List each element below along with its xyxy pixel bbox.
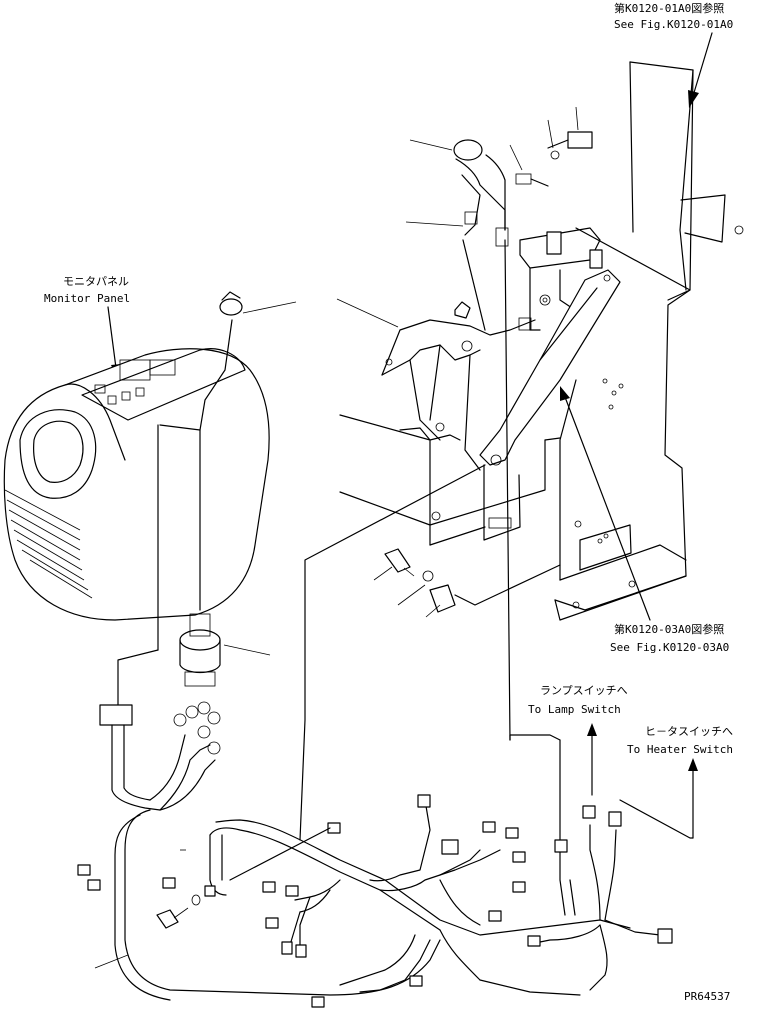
connector: [482, 821, 496, 833]
connector: [285, 885, 299, 897]
label-heater-switch-en: To Heater Switch: [627, 743, 733, 756]
connector: [657, 928, 673, 944]
arrow-top-right: [688, 32, 713, 108]
connector: [281, 941, 293, 955]
key-switch: [179, 613, 271, 687]
label-monitor-panel-en: Monitor Panel: [44, 292, 130, 305]
lower-bolt-washer: [156, 849, 201, 929]
frame-structure: [339, 61, 744, 621]
arrow-right-middle: [560, 386, 651, 621]
connector: [265, 917, 279, 929]
label-right-middle-jp: 第K0120-03A0図参照: [614, 622, 724, 636]
label-top-right-jp: 第K0120-01A0図参照: [614, 1, 724, 15]
connector: [87, 879, 101, 891]
connector: [311, 996, 325, 1008]
connector: [512, 851, 526, 863]
connector: [295, 944, 307, 958]
connector: [417, 794, 431, 808]
connector: [488, 910, 502, 922]
label-lamp-switch: ランプスイッチへ To Lamp Switch: [528, 684, 628, 716]
label-lamp-switch-jp: ランプスイッチへ: [540, 684, 628, 697]
wiring-harness: [94, 649, 694, 1001]
label-monitor-panel: モニタパネル Monitor Panel: [44, 275, 130, 305]
monitor-vent-grille: [4, 489, 93, 599]
connector: [505, 827, 519, 839]
pedal-bracket: [336, 106, 621, 741]
connector: [582, 805, 596, 819]
connecting-lines: [229, 464, 486, 881]
connector: [512, 881, 526, 893]
monitor-panel: [3, 291, 297, 651]
connector-harness-top: [99, 704, 133, 726]
label-heater-switch: ヒ－タスイッチへ To Heater Switch: [627, 725, 733, 756]
connector: [77, 864, 91, 876]
figure-id: PR64537: [684, 990, 730, 1003]
connector: [327, 822, 341, 834]
label-right-middle-en: See Fig.K0120-03A0: [610, 641, 729, 654]
label-monitor-panel-jp: モニタパネル: [63, 275, 129, 288]
arrow-lamp-switch: [587, 723, 597, 796]
label-top-right-en: See Fig.K0120-01A0: [614, 18, 733, 31]
connector: [441, 839, 459, 855]
connector: [409, 975, 423, 987]
connector: [204, 885, 216, 897]
label-right-middle: 第K0120-03A0図参照 See Fig.K0120-03A0: [610, 622, 729, 654]
connector: [262, 881, 276, 893]
arrow-heater-switch: [688, 758, 698, 839]
label-heater-switch-jp: ヒ－タスイッチへ: [645, 725, 733, 738]
connector: [162, 877, 176, 889]
connector: [608, 811, 622, 827]
bolt-washer-clip: [373, 548, 561, 618]
connector: [554, 839, 568, 853]
connectors: [77, 794, 673, 1008]
connector: [527, 935, 541, 947]
label-top-right: 第K0120-01A0図参照 See Fig.K0120-01A0: [614, 1, 733, 31]
label-lamp-switch-en: To Lamp Switch: [528, 703, 621, 716]
